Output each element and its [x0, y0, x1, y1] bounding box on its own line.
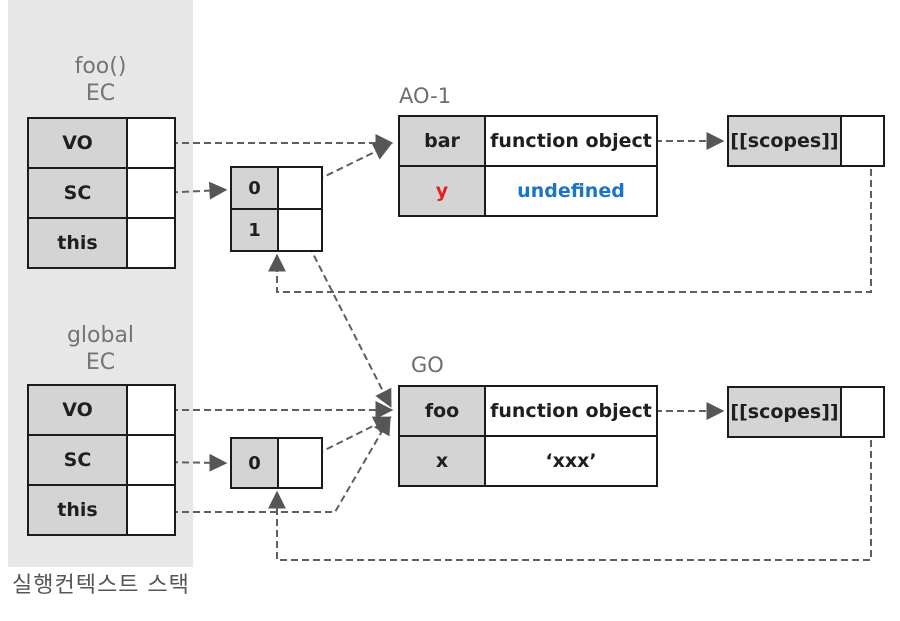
ao1-bar-key: bar — [400, 117, 484, 165]
foo-ec-vo-value — [126, 119, 174, 167]
foo-ec-label-line1: foo() — [74, 54, 127, 79]
foo-scope-chain-value-0 — [277, 168, 321, 208]
foo-ec-sc-key: SC — [29, 169, 126, 217]
global-scope-chain-value-0 — [277, 439, 321, 487]
foo-scope-chain-table: 0 1 — [230, 166, 323, 252]
global-ec-this-value — [126, 486, 174, 534]
scopes-bottom-box: [[scopes]] — [727, 386, 885, 438]
global-ec-label-line1: global — [66, 323, 135, 348]
foo-ec-label-line2: EC — [85, 81, 116, 106]
foo-scope-chain-value-1 — [277, 210, 321, 250]
foo-ec-row-this: this — [29, 217, 174, 267]
go-row-x: x ‘xxx’ — [400, 435, 656, 485]
scopes-bottom-row: [[scopes]] — [729, 388, 883, 436]
foo-scope-chain-index-0: 0 — [232, 168, 277, 208]
scopes-top-label: [[scopes]] — [729, 117, 840, 165]
foo-scope-chain-index-1: 1 — [232, 210, 277, 250]
global-ec-vo-value — [126, 386, 174, 434]
diagram-caption: 실행컨텍스트 스택 — [12, 573, 190, 598]
go-row-foo: foo function object — [400, 387, 656, 435]
global-scope-chain-index-0: 0 — [232, 439, 277, 487]
global-scope-chain-table: 0 — [230, 437, 323, 489]
ao1-bar-value: function object — [484, 117, 656, 165]
scopes-bottom-label: [[scopes]] — [729, 388, 840, 436]
go-x-value: ‘xxx’ — [484, 437, 656, 485]
global-ec-table: VO SC this — [27, 384, 176, 536]
scopes-top-row: [[scopes]] — [729, 117, 883, 165]
global-ec-sc-value — [126, 436, 174, 484]
global-ec-row-sc: SC — [29, 434, 174, 484]
global-ec-row-this: this — [29, 484, 174, 534]
foo-ec-vo-key: VO — [29, 119, 126, 167]
global-ec-row-vo: VO — [29, 386, 174, 434]
ao1-y-key: y — [400, 167, 484, 215]
arrow-chain1-to-go — [303, 235, 392, 408]
ao1-table: bar function object y undefined — [398, 115, 658, 217]
go-foo-value: function object — [484, 387, 656, 435]
foo-ec-label: foo() EC — [27, 53, 174, 107]
foo-scope-chain-row-1: 1 — [232, 208, 321, 250]
foo-ec-sc-value — [126, 169, 174, 217]
global-scope-chain-row-0: 0 — [232, 439, 321, 487]
scopes-bottom-value — [840, 388, 883, 436]
go-x-key: x — [400, 437, 484, 485]
foo-scope-chain-row-0: 0 — [232, 168, 321, 208]
foo-ec-this-value — [126, 219, 174, 267]
global-ec-label-line2: EC — [85, 350, 116, 375]
ao1-label: AO-1 — [399, 84, 452, 108]
global-ec-sc-key: SC — [29, 436, 126, 484]
scopes-top-value — [840, 117, 883, 165]
go-table: foo function object x ‘xxx’ — [398, 385, 658, 487]
go-label: GO — [411, 353, 444, 377]
global-ec-label: global EC — [27, 322, 174, 376]
foo-ec-row-vo: VO — [29, 119, 174, 167]
scopes-top-box: [[scopes]] — [727, 115, 885, 167]
ao1-row-y: y undefined — [400, 165, 656, 215]
foo-ec-row-sc: SC — [29, 167, 174, 217]
global-ec-this-key: this — [29, 486, 126, 534]
foo-ec-table: VO SC this — [27, 117, 176, 269]
global-ec-vo-key: VO — [29, 386, 126, 434]
ao1-y-value: undefined — [484, 167, 656, 215]
ao1-row-bar: bar function object — [400, 117, 656, 165]
go-foo-key: foo — [400, 387, 484, 435]
foo-ec-this-key: this — [29, 219, 126, 267]
